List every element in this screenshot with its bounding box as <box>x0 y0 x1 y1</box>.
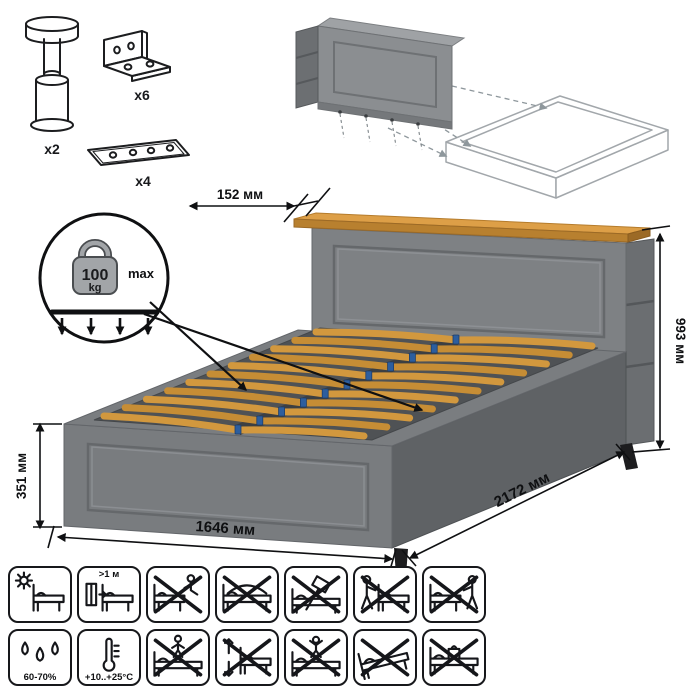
care-icon-label: 60-70% <box>23 672 57 683</box>
screw-guide-lines <box>339 113 423 151</box>
headboard-shelf-column <box>625 238 655 446</box>
plate-count-label: x4 <box>135 173 151 189</box>
exploded-assembly-view <box>295 17 669 199</box>
load-pointer-arrows <box>143 301 424 412</box>
load-unit: kg <box>89 282 102 294</box>
headboard <box>311 227 627 356</box>
wireframe-bed-box <box>445 95 669 199</box>
adjustable-leg-icon <box>25 16 79 132</box>
hardware-legend: x2 x6 x4 <box>25 16 190 189</box>
care-icon-humidity-range: 60-70% <box>8 629 72 686</box>
dimension-total-height: 993 мм <box>631 225 688 453</box>
care-icon-protect-from-sunlight <box>8 566 72 623</box>
care-icon-do-not-sit-on-edge <box>146 566 210 623</box>
load-distribution-arrows <box>57 318 153 336</box>
leg-count-label: x2 <box>44 141 60 157</box>
care-icon-label: >1 м <box>98 569 120 580</box>
care-icon-do-not-lift-by-slats <box>215 629 279 686</box>
max-load-badge: 100 kg max <box>38 212 424 412</box>
svg-text:152 мм: 152 мм <box>217 187 263 202</box>
assembly-guide-lines <box>387 85 548 157</box>
screw-position-dots <box>338 110 420 126</box>
svg-text:351 мм: 351 мм <box>14 453 29 499</box>
care-icon-do-not-drag-assembled <box>353 566 417 623</box>
care-icon-do-not-jump-on-bed <box>284 629 348 686</box>
care-icon-do-not-tilt <box>353 629 417 686</box>
care-icon-keep-1m-from-heater: >1 м <box>77 566 141 623</box>
exploded-headboard <box>295 17 466 151</box>
care-icon-do-not-use-hammer <box>284 566 348 623</box>
bracket-count-label: x6 <box>134 87 150 103</box>
svg-text:1646 мм: 1646 мм <box>195 518 256 539</box>
care-icon-do-not-move-loaded <box>422 566 486 623</box>
care-icon-do-not-bend-parts <box>215 566 279 623</box>
care-icon-do-not-overload <box>422 629 486 686</box>
corner-bracket-icon <box>103 30 171 82</box>
care-icons-row1: >1 м <box>8 566 486 623</box>
bed-slats <box>100 328 596 440</box>
load-max-label: max <box>128 266 155 281</box>
mounting-plate-icon <box>87 139 190 166</box>
care-icons-row2: 60-70% +10..+25°C <box>8 629 486 686</box>
care-icon-do-not-stand-on-bed <box>146 629 210 686</box>
care-icon-temperature-range: +10..+25°C <box>77 629 141 686</box>
wood-top-trim <box>293 212 651 243</box>
kettlebell-body <box>72 256 118 295</box>
care-icon-grid: >1 м 60-70% +10..+25°C <box>8 566 486 686</box>
load-value: 100 <box>82 267 109 284</box>
care-icon-label: +10..+25°C <box>84 672 134 683</box>
dimension-base-height: 351 мм <box>14 422 62 530</box>
svg-text:993 мм: 993 мм <box>673 318 688 364</box>
back-right-leg <box>620 443 638 470</box>
dimension-shelf-depth: 152 мм <box>188 187 331 223</box>
